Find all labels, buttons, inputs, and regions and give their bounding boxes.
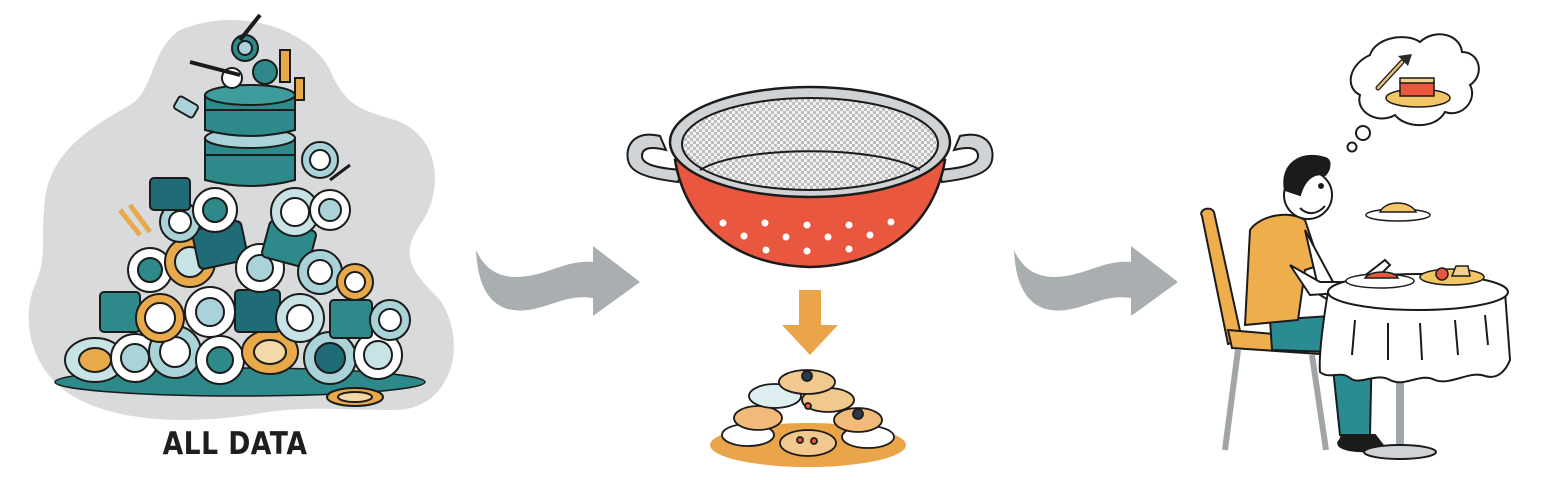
wavy-right-arrow-icon xyxy=(468,232,648,322)
colander-illustration xyxy=(626,85,994,467)
filter-panel xyxy=(600,60,1020,480)
curated-plates-illustration xyxy=(710,369,906,467)
colander-holes xyxy=(719,218,895,255)
raised-plate xyxy=(1365,202,1431,222)
diner-panel xyxy=(1180,20,1562,480)
plate-right xyxy=(1419,268,1485,286)
all-data-panel: ALL DATA xyxy=(0,0,470,480)
thought-fork-icon xyxy=(1375,54,1412,91)
all-data-label: ALL DATA xyxy=(162,426,308,462)
diner-illustration xyxy=(1200,33,1512,460)
dish-pile-illustration xyxy=(28,13,454,421)
thought-cake-icon xyxy=(1385,77,1451,108)
wavy-right-arrow-icon xyxy=(1006,232,1186,322)
down-arrow-icon xyxy=(782,290,838,355)
